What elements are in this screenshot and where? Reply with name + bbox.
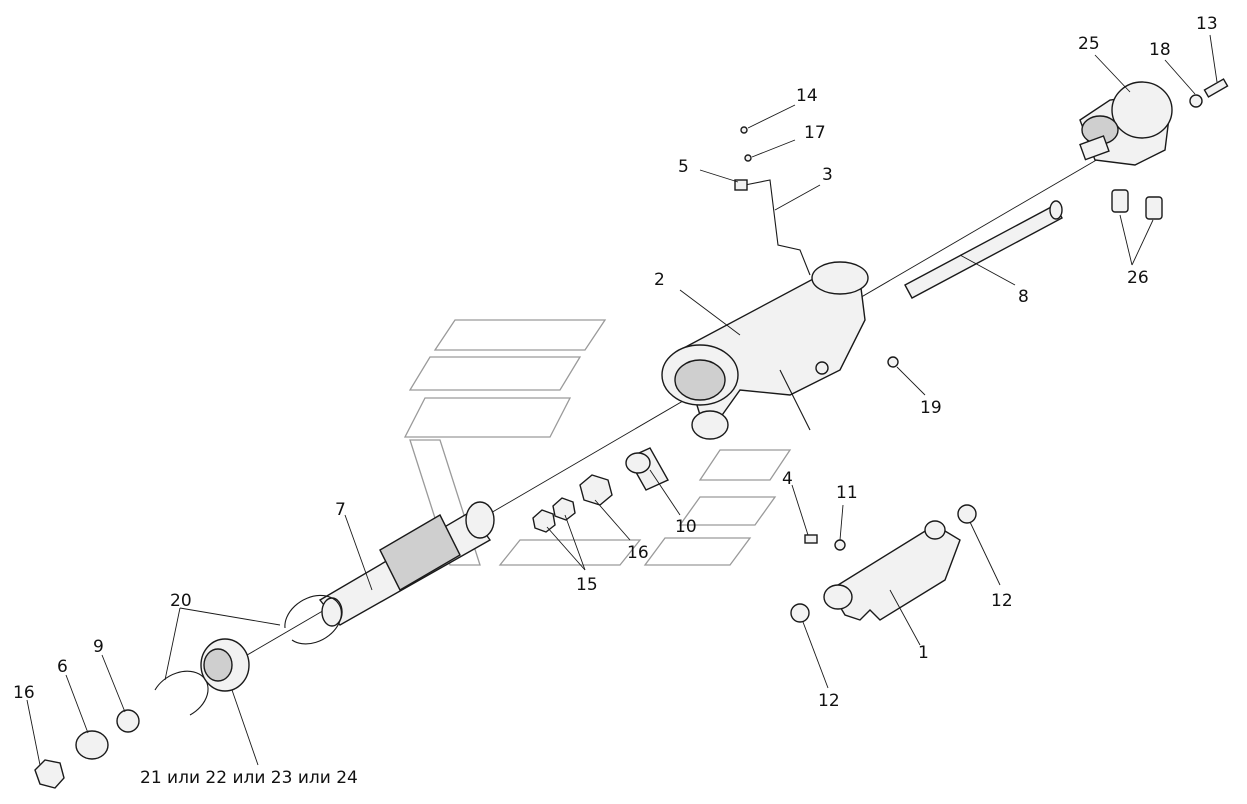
label-4: 4 bbox=[782, 469, 793, 489]
part-1-bracket bbox=[823, 520, 961, 621]
label-8: 8 bbox=[1018, 287, 1029, 307]
label-13: 13 bbox=[1196, 14, 1218, 34]
part-5-fitting bbox=[734, 179, 748, 191]
watermark-logo bbox=[403, 319, 792, 566]
part-19-plug bbox=[887, 356, 899, 368]
part-4-fitting bbox=[804, 534, 818, 544]
part-21-24-bearing bbox=[200, 638, 250, 692]
label-12-right: 12 bbox=[991, 591, 1013, 611]
label-17: 17 bbox=[804, 123, 826, 143]
part-3-tube bbox=[744, 179, 811, 276]
label-10: 10 bbox=[675, 517, 697, 537]
label-14: 14 bbox=[796, 86, 818, 106]
label-6: 6 bbox=[57, 657, 68, 677]
label-9: 9 bbox=[93, 637, 104, 657]
label-2: 2 bbox=[654, 270, 665, 290]
part-2-housing bbox=[661, 261, 869, 440]
part-9-ring bbox=[116, 709, 140, 733]
part-10-bushing bbox=[625, 447, 669, 491]
part-12-washer-b bbox=[957, 504, 977, 524]
part-15-nut-b bbox=[532, 509, 556, 533]
part-8-shaft bbox=[904, 200, 1063, 299]
label-26: 26 bbox=[1127, 268, 1149, 288]
part-20-circlip-b bbox=[154, 670, 209, 716]
part-16-nut-lower bbox=[34, 759, 65, 789]
part-6-washer bbox=[75, 730, 109, 760]
part-14-screw bbox=[740, 126, 748, 134]
label-15: 15 bbox=[576, 575, 598, 595]
leader-lines bbox=[26, 34, 1218, 766]
label-18: 18 bbox=[1149, 40, 1171, 60]
label-21-24: 21 или 22 или 23 или 24 bbox=[140, 768, 358, 788]
part-7-splined-shaft bbox=[318, 501, 495, 627]
label-3: 3 bbox=[822, 165, 833, 185]
part-18-washer bbox=[1189, 94, 1203, 108]
label-25: 25 bbox=[1078, 34, 1100, 54]
label-16-upper: 16 bbox=[627, 543, 649, 563]
callout-labels: 13 25 18 14 17 5 3 2 8 26 19 4 11 7 10 1… bbox=[13, 14, 1218, 788]
label-16-lower: 16 bbox=[13, 683, 35, 703]
label-20: 20 bbox=[170, 591, 192, 611]
label-7: 7 bbox=[335, 500, 346, 520]
part-13-bolt bbox=[1203, 78, 1229, 98]
part-11-washer bbox=[834, 539, 846, 551]
part-26-fittings bbox=[1111, 189, 1163, 220]
label-11: 11 bbox=[836, 483, 858, 503]
part-20-circlip-a bbox=[284, 594, 342, 645]
housing-port bbox=[815, 361, 829, 375]
label-12-bottom: 12 bbox=[818, 691, 840, 711]
part-12-washer-a bbox=[790, 603, 810, 623]
part-16-nut-upper bbox=[579, 474, 613, 506]
label-1: 1 bbox=[918, 643, 929, 663]
label-5: 5 bbox=[678, 157, 689, 177]
label-19: 19 bbox=[920, 398, 942, 418]
part-25-motor bbox=[1079, 81, 1173, 166]
part-15-nut-a bbox=[552, 497, 576, 521]
part-17-washer bbox=[744, 154, 752, 162]
